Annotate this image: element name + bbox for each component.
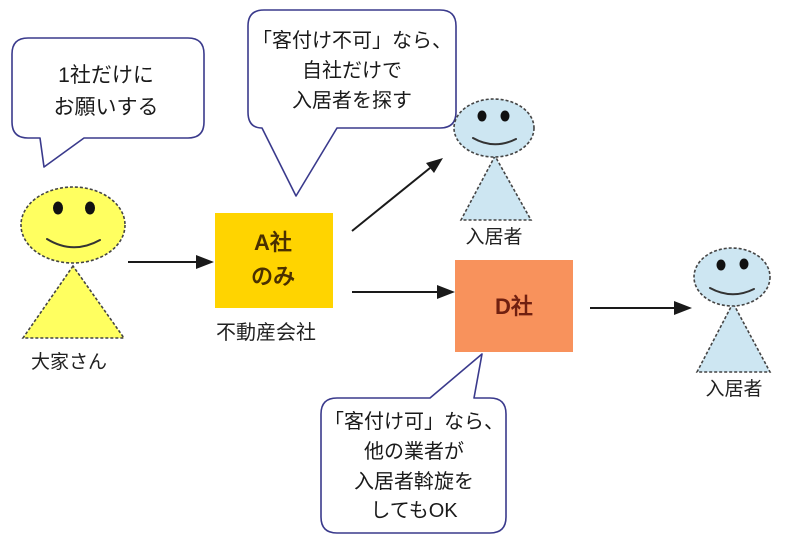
tenant-right-label: 入居者 <box>705 378 762 400</box>
tenant-top-figure: 入居者 <box>453 98 535 248</box>
owner-head <box>20 186 126 264</box>
tenant-top-body <box>459 154 533 221</box>
speech-bubble-owner-request <box>11 37 205 168</box>
owner-request-line-1: 1社だけに <box>58 64 154 87</box>
no-placement-line-3: 入居者を探す <box>292 89 412 112</box>
tenant-top-head <box>453 98 535 158</box>
company-a-line-1: A社 <box>254 230 292 255</box>
company-a-line-2: のみ <box>251 264 295 289</box>
company-d-box: D社 <box>455 260 573 352</box>
tenant-top-left-eye-icon <box>477 110 487 122</box>
tenant-right-body <box>695 301 772 373</box>
placement-ok-line-4: してもOK <box>370 500 458 522</box>
speech-bubble-no-placement <box>247 9 457 197</box>
company-a-box: A社 のみ 不動産会社 <box>215 213 333 344</box>
company-a-rect <box>215 213 333 308</box>
speech-bubble-placement-ok <box>320 353 507 534</box>
owner-body <box>21 264 126 339</box>
tenant-top-smile-icon <box>472 137 517 146</box>
owner-figure: 大家さん <box>20 186 126 373</box>
owner-right-eye-icon <box>85 201 95 215</box>
no-placement-line-2: 自社だけで <box>302 59 402 82</box>
arrow-company-a-to-tenant-top <box>351 158 443 232</box>
owner-request-line-2: お願いする <box>54 96 159 119</box>
company-d-rect <box>455 260 573 352</box>
realtor-caption: 不動産会社 <box>216 321 316 344</box>
tenant-right-right-eye-icon <box>739 258 749 270</box>
company-d-label: D社 <box>495 294 533 319</box>
tenant-right-head <box>693 247 771 307</box>
tenant-top-label: 入居者 <box>465 226 522 248</box>
arrow-owner-to-company-a <box>128 255 214 269</box>
arrow-company-a-to-company-d <box>352 285 455 299</box>
placement-ok-line-1: 「客付け可」なら、 <box>324 410 504 433</box>
arrow-company-d-to-tenant-right <box>590 301 692 315</box>
tenant-top-right-eye-icon <box>500 110 510 122</box>
tenant-right-smile-icon <box>709 287 755 296</box>
no-placement-line-1: 「客付け不可」なら、 <box>252 29 452 52</box>
tenant-right-figure: 入居者 <box>693 247 772 400</box>
owner-label: 大家さん <box>31 351 107 373</box>
owner-smile-icon <box>46 238 101 249</box>
owner-left-eye-icon <box>53 201 63 215</box>
placement-ok-line-2: 他の業者が <box>364 440 464 463</box>
placement-ok-line-3: 入居者斡旋を <box>354 470 474 493</box>
tenant-right-left-eye-icon <box>716 259 726 271</box>
